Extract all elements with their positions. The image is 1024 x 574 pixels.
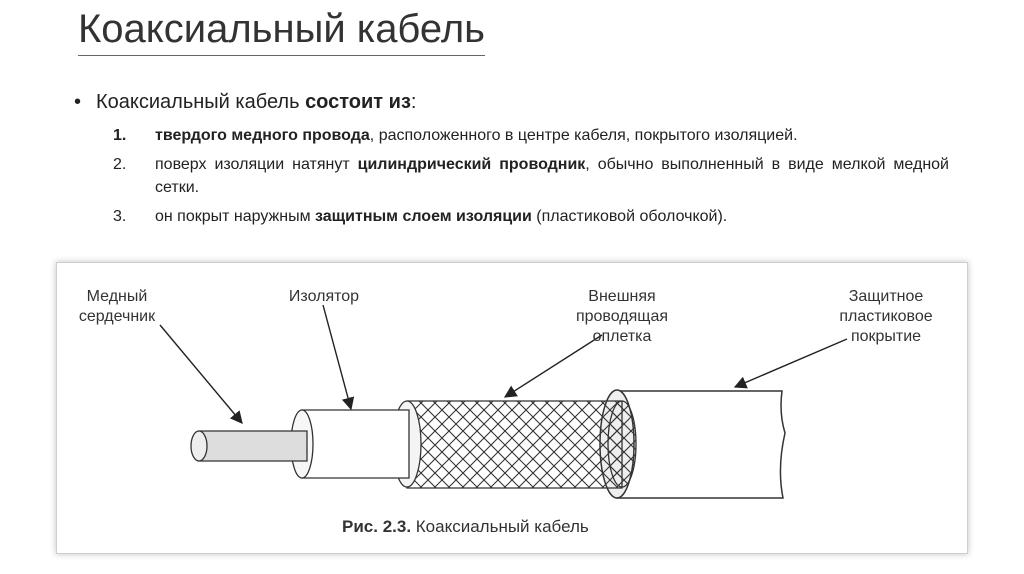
bullet-marker: • [74,91,82,113]
label-jacket: Защитное пластиковое покрытие [839,288,933,345]
arrow-jacket [733,338,848,389]
copper-core [190,430,308,462]
arrow-insulator [322,304,355,411]
intro-bold: состоит из [305,91,411,113]
list-number: 2. [113,156,127,173]
arrow-core [159,324,243,424]
intro-text: Коаксиальный кабель [96,91,306,113]
list-item: 3. он покрыт наружным защитным слоем изо… [113,205,949,228]
list-number: 3. [113,208,127,225]
label-copper-core: Медный сердечник [78,288,156,325]
arrow-braid [503,334,603,398]
intro-line: • Коаксиальный кабель состоит из: [74,91,416,114]
list-text: твердого медного провода, расположенного… [155,127,798,144]
list-item: 1. твердого медного провода, расположенн… [113,124,949,147]
list-text: поверх изоляции натянут цилиндрический п… [155,156,949,196]
figure-caption: Рис. 2.3. Коаксиальный кабель [342,517,589,536]
label-insulator: Изолятор [288,288,360,305]
label-braid: Внешняя проводящая оплетка [575,288,669,345]
list-text: он покрыт наружным защитным слоем изоляц… [155,208,728,225]
insulator-layer [290,409,410,479]
numbered-list: 1. твердого медного провода, расположенн… [113,124,949,234]
cable-figure: Медный сердечник Изолятор Внешняя провод… [56,262,968,554]
intro-tail: : [410,91,417,113]
braid-mesh [392,400,637,489]
coaxial-cable-illustration [159,304,848,499]
list-item: 2. поверх изоляции натянут цилиндрически… [113,153,949,199]
slide-title: Коаксиальный кабель [78,6,485,56]
list-number: 1. [113,127,127,144]
